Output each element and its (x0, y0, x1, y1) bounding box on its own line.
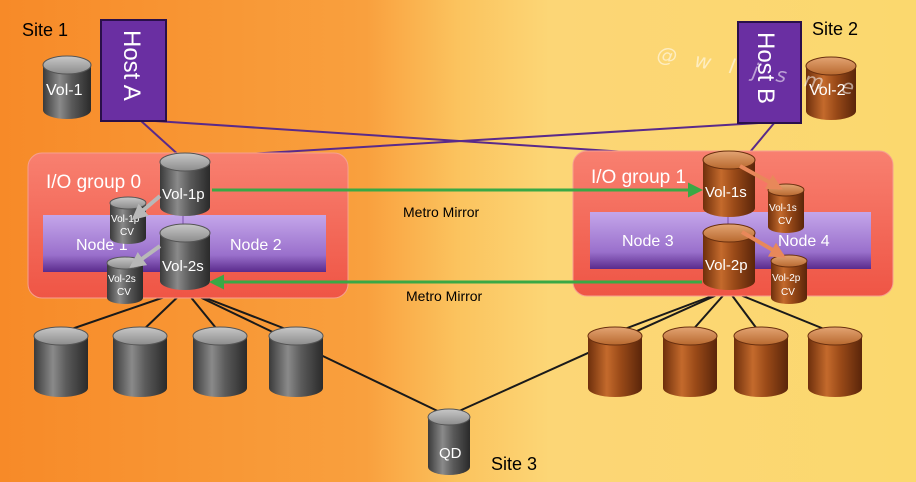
storage-disk-right-4 (807, 326, 863, 397)
storage-disk-right-2 (662, 326, 718, 397)
vol-1s-cv-suffix: CV (778, 216, 792, 227)
host-b-label: Host B (752, 32, 779, 104)
host-a-label: Host A (118, 30, 145, 101)
qd-label: QD (439, 445, 462, 462)
cv-arrow-vol-2p (740, 230, 786, 258)
disk-vol-1s-cv (767, 183, 805, 233)
cv-arrow-vol-1s (739, 164, 783, 190)
disk-vol-1s (702, 150, 756, 217)
disk-vol-1p (159, 152, 211, 216)
disk-vol-2 (805, 56, 857, 120)
vol-2s-cv-suffix: CV (117, 287, 131, 298)
vol-1p-cv-name: Vol-1p (111, 214, 140, 225)
metro-mirror-label-top: Metro Mirror (403, 204, 480, 220)
disk-vol-2s (159, 223, 211, 290)
vol-2s-cv-name: Vol-2s (108, 274, 136, 285)
io-group-0-label: I/O group 0 (46, 172, 141, 193)
vol-1s-cv-name: Vol-1s (769, 203, 797, 214)
site-3-label: Site 3 (491, 454, 537, 474)
node-4-label: Node 4 (778, 233, 830, 250)
disk-vol-2p (702, 223, 756, 290)
storage-disk-left-1 (33, 326, 89, 397)
vol-2p-label: Vol-2p (705, 257, 748, 274)
storage-disk-left-3 (192, 326, 248, 397)
storage-disk-left-2 (112, 326, 168, 397)
node-3-label: Node 3 (622, 233, 674, 250)
site-2-label: Site 2 (812, 19, 858, 39)
storage-disk-left-4 (268, 326, 324, 397)
vol-2p-cv-suffix: CV (781, 287, 795, 298)
vol-2p-cv-name: Vol-2p (772, 273, 801, 284)
storage-disk-right-1 (587, 326, 643, 397)
host-a: Host A (100, 19, 167, 122)
node-2-label: Node 2 (230, 237, 282, 254)
host-b: Host B (737, 21, 802, 124)
cv-arrow-vol-1p (131, 194, 162, 221)
site-1-label: Site 1 (22, 20, 68, 40)
vol-1-label: Vol-1 (46, 82, 83, 99)
cv-arrow-vol-2s (129, 244, 162, 268)
vol-1s-label: Vol-1s (705, 184, 747, 201)
vol-1p-cv-suffix: CV (120, 227, 134, 238)
disk-qd (427, 408, 471, 475)
io-group-1-label: I/O group 1 (591, 167, 686, 188)
vol-2s-label: Vol-2s (162, 258, 204, 275)
disk-vol-1 (42, 55, 92, 119)
vol-2-label: Vol-2 (809, 82, 846, 99)
storage-disk-right-3 (733, 326, 789, 397)
vol-1p-label: Vol-1p (162, 186, 205, 203)
metro-mirror-label-bottom: Metro Mirror (406, 288, 483, 304)
disk-vol-2p-cv (770, 254, 808, 304)
